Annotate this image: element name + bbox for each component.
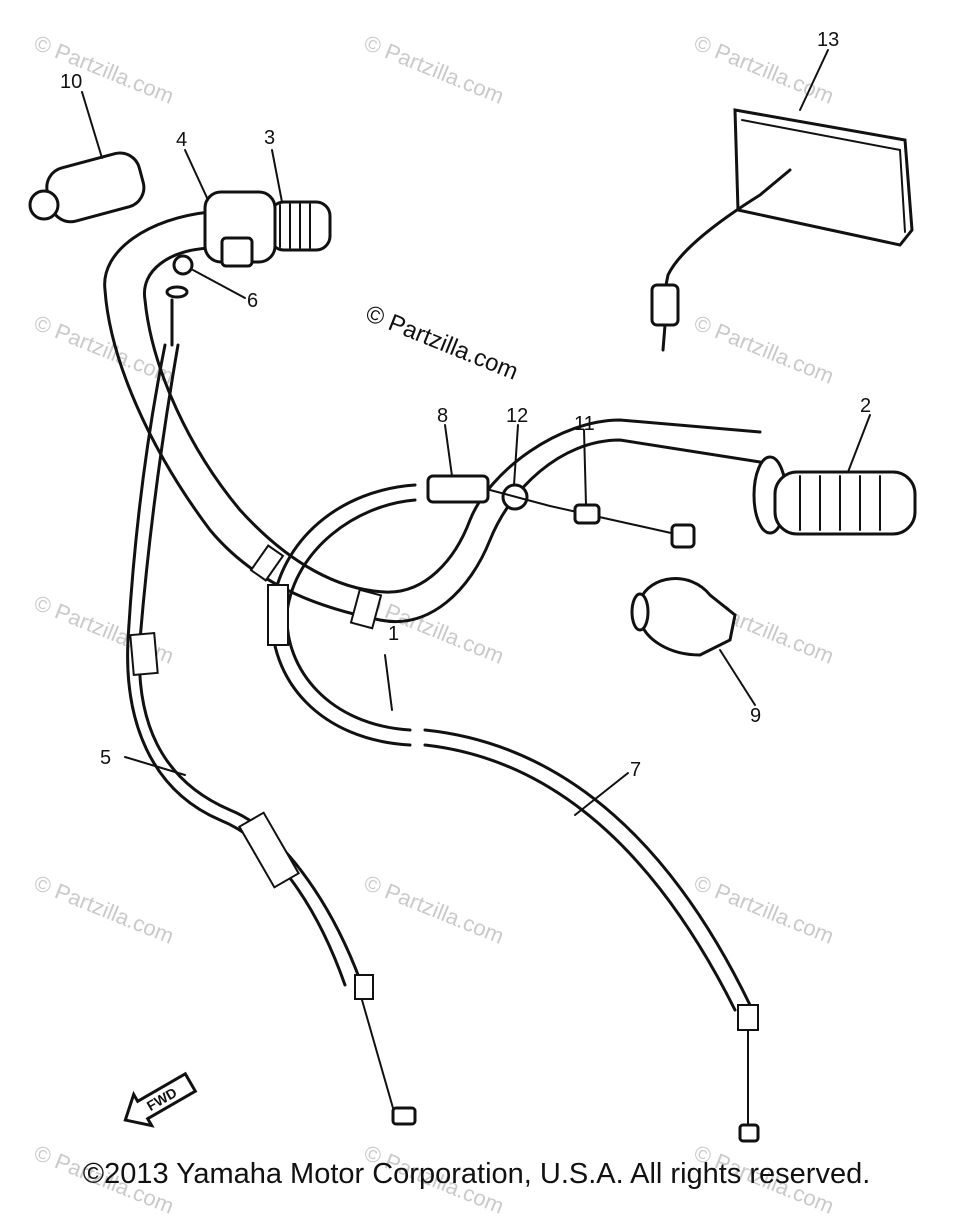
fwd-arrow: FWD — [123, 1071, 198, 1128]
callout-2: 2 — [860, 395, 871, 417]
left-grip — [268, 200, 332, 252]
right-grip — [752, 455, 917, 536]
leader-lines — [81, 49, 871, 816]
callout-5: 5 — [100, 747, 111, 769]
callout-9: 9 — [750, 705, 761, 727]
mirror — [650, 108, 914, 352]
cable-adjuster — [426, 474, 696, 549]
callout-10: 10 — [60, 71, 82, 93]
callout-3: 3 — [264, 127, 275, 149]
throttle-cable — [267, 483, 760, 1143]
callout-7: 7 — [630, 759, 641, 781]
callout-13: 13 — [817, 29, 839, 51]
switch-right — [630, 577, 737, 657]
callout-1: 1 — [388, 623, 399, 645]
cable-nut — [165, 254, 194, 299]
throttle-housing — [203, 190, 277, 268]
callout-6: 6 — [247, 290, 258, 312]
clutch-cable — [126, 298, 417, 1126]
switch-left — [28, 151, 146, 224]
callout-4: 4 — [176, 129, 187, 151]
copyright-notice: ©2013 Yamaha Motor Corporation, U.S.A. A… — [82, 1158, 871, 1190]
callout-11: 11 — [574, 413, 595, 435]
callout-12: 12 — [506, 405, 528, 427]
callout-8: 8 — [437, 405, 448, 427]
